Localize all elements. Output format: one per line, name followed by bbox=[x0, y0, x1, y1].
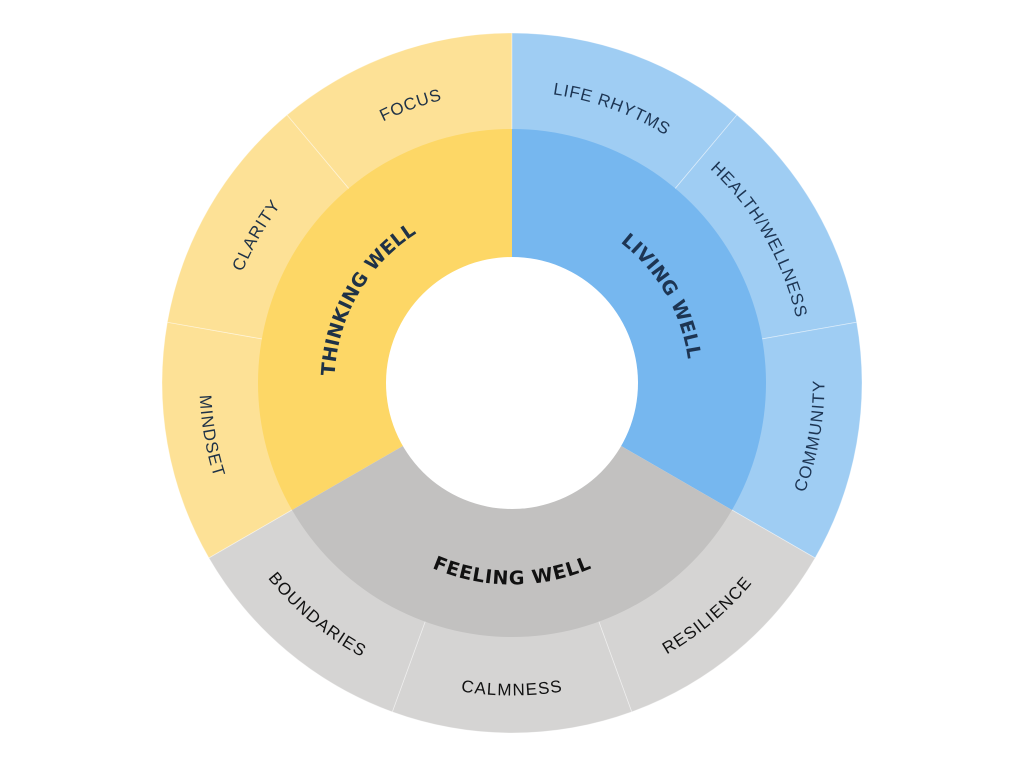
center-hole bbox=[386, 257, 638, 509]
segment-calmness bbox=[391, 620, 633, 734]
label-calmness: CALMNESS bbox=[460, 676, 564, 699]
label-text: CALMNESS bbox=[460, 676, 563, 699]
segment-feeling-well bbox=[292, 445, 732, 637]
outer-ring bbox=[161, 32, 863, 734]
inner-ring bbox=[258, 129, 767, 637]
segment-thinking-well bbox=[258, 129, 512, 510]
segment-living-well bbox=[512, 129, 767, 510]
